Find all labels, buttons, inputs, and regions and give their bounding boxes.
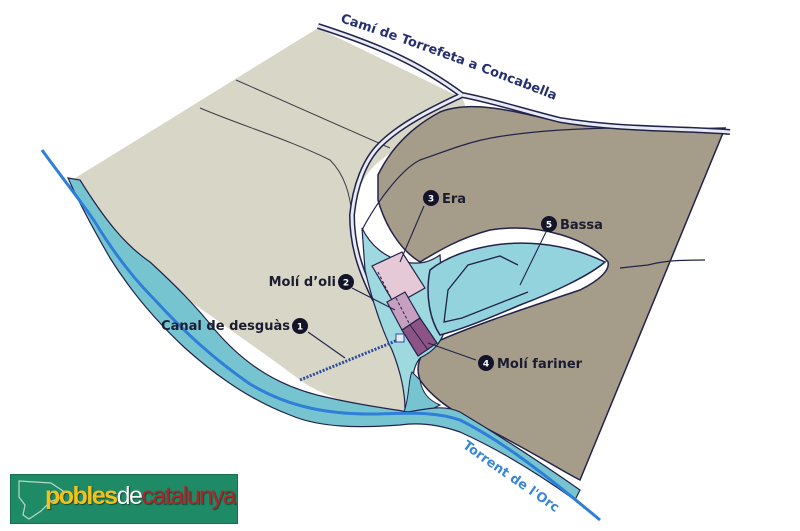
bassa-pond xyxy=(427,242,607,336)
svg-text:3: 3 xyxy=(428,195,434,205)
marker-label-canal-desguas: Canal de desguàs xyxy=(161,319,290,334)
leader-1 xyxy=(307,331,346,359)
field-boundary xyxy=(235,79,391,149)
leader-3 xyxy=(399,205,425,263)
road-right-inner xyxy=(461,93,731,134)
marker-label-moli-fariner: Molí fariner xyxy=(497,357,583,372)
svg-text:2: 2 xyxy=(343,279,349,289)
road-inner xyxy=(317,24,465,301)
bassa-inner xyxy=(443,255,529,323)
svg-text:1: 1 xyxy=(297,323,303,333)
logo-text: poblesdecatalunya xyxy=(45,482,236,510)
marker-2[interactable]: 2 Molí d’oli xyxy=(269,274,354,290)
river-line xyxy=(40,149,601,522)
field-left xyxy=(72,28,466,415)
marker-1[interactable]: 1 Canal de desguàs xyxy=(161,318,308,334)
marker-4[interactable]: 4 Molí fariner xyxy=(478,355,583,372)
field-boundary xyxy=(199,107,353,216)
canal-desguas xyxy=(299,338,399,382)
pobles-de-catalunya-logo[interactable]: poblesdecatalunya xyxy=(10,474,238,524)
svg-text:5: 5 xyxy=(546,221,552,231)
marker-label-moli-oli: Molí d’oli xyxy=(269,275,336,290)
marker-label-bassa: Bassa xyxy=(560,218,603,233)
marker-5[interactable]: 5 Bassa xyxy=(541,216,603,233)
catalonia-outline-icon xyxy=(18,480,64,520)
marker-3[interactable]: 3 Era xyxy=(423,190,466,207)
field-boundary xyxy=(619,259,706,269)
mill-tailrace xyxy=(403,371,442,413)
leader-2 xyxy=(351,287,396,311)
svg-text:4: 4 xyxy=(483,360,489,370)
era-building xyxy=(371,251,426,306)
moli-fariner-building xyxy=(401,317,438,357)
marker-label-era: Era xyxy=(442,192,466,207)
leader-5 xyxy=(519,231,547,286)
leader-4 xyxy=(427,342,477,361)
